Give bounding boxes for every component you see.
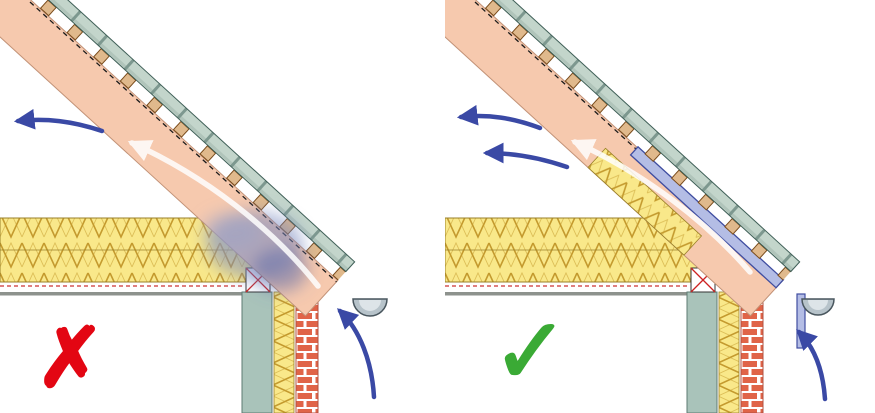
- internal-airflow-arrow: [570, 139, 753, 275]
- wall-inner-leaf: [241, 291, 273, 413]
- airflow-arrows: [13, 108, 377, 400]
- airflow-arrows: [456, 104, 828, 402]
- batten-row: [445, 0, 791, 281]
- correct-mark: ✓: [491, 298, 570, 405]
- air-exit-arrow-lower: [482, 142, 570, 170]
- underlay-dashed-line: [0, 0, 337, 283]
- air-exit-arrow: [13, 108, 105, 134]
- panel-incorrect: [0, 0, 388, 413]
- ceiling-line: [445, 292, 687, 296]
- wall-assembly: [686, 267, 764, 413]
- eave-air-deflected-arrow: [796, 329, 828, 402]
- wall-cavity-insulation: [273, 291, 295, 413]
- wall-inner-leaf: [686, 291, 718, 413]
- tile-course: [445, 0, 801, 273]
- wall-cavity-insulation: [718, 291, 740, 413]
- ceiling-line: [0, 292, 242, 296]
- roof-slope-assembly: [445, 0, 801, 317]
- wall-brick-leaf: [295, 299, 319, 413]
- internal-airflow-arrow: [127, 140, 321, 289]
- air-leak-haze: [202, 211, 308, 292]
- gutter: [352, 298, 388, 317]
- eave-air-entry-arrow: [337, 308, 377, 400]
- roof-slope-assembly: [0, 0, 356, 317]
- panel-correct: [445, 0, 835, 413]
- slope-insulation-wedge: [587, 147, 703, 256]
- wall-brick-leaf: [740, 299, 764, 413]
- gutter: [801, 298, 835, 316]
- tile-course: [0, 0, 356, 273]
- air-exit-arrow-upper: [456, 104, 543, 131]
- underlay-dashed-line: [445, 0, 782, 283]
- batten-row: [0, 0, 346, 281]
- incorrect-mark: ✗: [35, 311, 107, 406]
